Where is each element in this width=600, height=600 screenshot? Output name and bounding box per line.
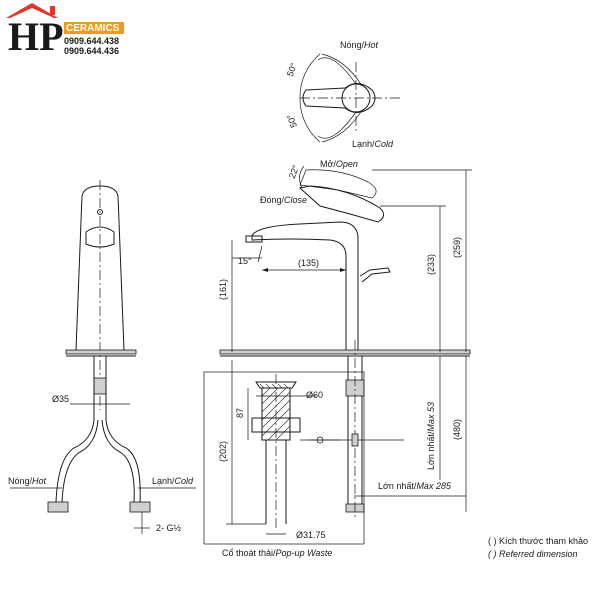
top-cold-label: Lạnh/Cold [352,139,394,149]
thread-size: 2- G½ [156,523,182,533]
top-hot-label: Nóng/Hot [340,40,379,50]
front-cold-label: Lạnh/Cold [152,476,194,486]
angle-open: 22° [287,163,301,180]
top-view: 50° 50° Nóng/Hot Lạnh/Cold [285,40,400,149]
open-label: Mở/Open [320,159,358,169]
close-label: Đóng/Close [260,195,307,205]
popup-waste: Ø60 87 (202) Ø31.75 Cổ thoát thải/Pop-up… [203,360,365,558]
side-view: Mở/Open Đóng/Close 22° (135) 15° (161) (… [218,159,472,520]
logo-initials: HP [8,14,64,59]
angle-cold: 50° [285,113,299,130]
dim-waste-diameter-top: Ø60 [306,390,323,400]
front-hot-label: Nóng/Hot [8,476,47,486]
max-thickness-label: Lớn nhất/Max 53 [426,402,436,470]
dim-spout: (135) [298,258,319,268]
dim-waste-87: 87 [235,408,245,418]
angle-hot: 50° [285,61,299,78]
dim-height-spout: (161) [218,279,228,300]
logo-brand: CERAMICS [66,23,120,34]
dim-height-total: (233) [426,254,436,275]
logo-phone-1: 0909.644.438 [64,36,119,46]
note-referred-vi: ( ) Kích thước tham khảo [488,536,588,546]
dim-depth: (480) [452,419,462,440]
waste-caption: Cổ thoát thải/Pop-up Waste [222,548,332,558]
logo-phone-2: 0909.644.436 [64,46,119,56]
max-reach-label: Lớn nhất/Max 285 [378,481,452,491]
note-referred-en: ( ) Referred dimension [488,549,578,559]
logo: HP CERAMICS 0909.644.438 0909.644.436 [6,3,124,59]
front-view: Ø35 2- G½ Nóng/Hot Lạnh/Cold [8,180,196,534]
dim-waste-diameter-bottom: Ø31.75 [296,530,326,540]
angle-spout: 15° [238,256,252,266]
dim-height-max: (259) [452,237,462,258]
dim-front-diameter: Ø35 [52,394,69,404]
logo-roof-icon [6,3,58,18]
dim-waste-202: (202) [218,441,228,462]
notes: ( ) Kích thước tham khảo ( ) Referred di… [488,536,588,559]
logo-brand-bg [64,22,124,34]
